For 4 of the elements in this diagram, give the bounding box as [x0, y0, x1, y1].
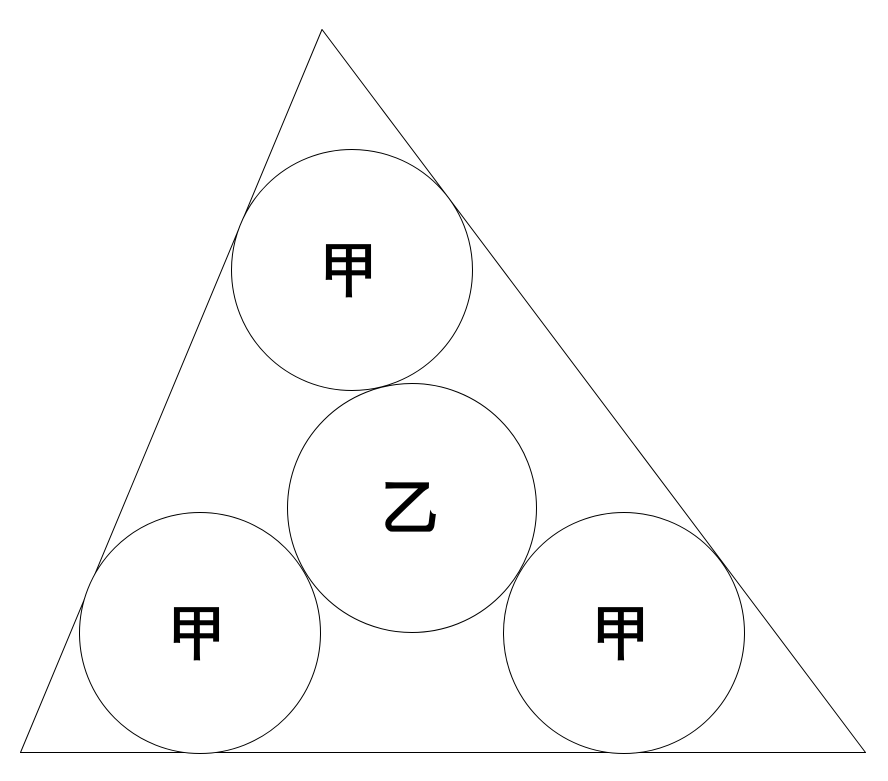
character-label: 甲 [595, 604, 653, 662]
character-label: 甲 [171, 604, 229, 662]
character-label: 甲 [323, 241, 381, 299]
character-label: 乙 [383, 479, 441, 537]
